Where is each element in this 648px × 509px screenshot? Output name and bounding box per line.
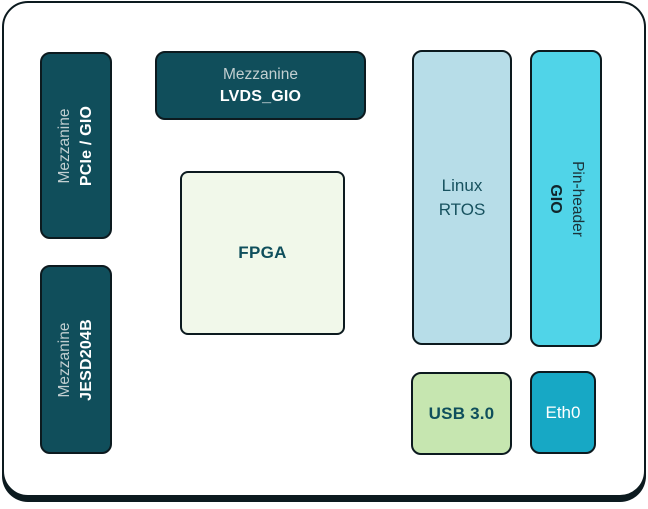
linux-rtos-label: Linux RTOS [439,174,486,222]
mezzanine-lvds-gio-label: Mezzanine LVDS_GIO [220,64,301,108]
eth0-label: Eth0 [545,402,581,422]
block-mezzanine-lvds-gio: Mezzanine LVDS_GIO [155,51,366,120]
mezzanine-jesd204b-line2: JESD204B [78,318,95,401]
block-eth0: Eth0 [530,371,596,454]
usb3-label: USB 3.0 [428,403,495,423]
block-mezzanine-jesd204b: Mezzanine JESD204B [40,265,112,454]
block-mezzanine-pcie-gio: Mezzanine PCIe / GIO [40,52,112,239]
linux-rtos-line2: RTOS [438,199,486,219]
linux-rtos-line1: Linux [441,175,483,195]
mezzanine-pcie-line2: PCIe / GIO [78,105,95,186]
pin-header-gio-label: Pin-header GIO [544,161,588,237]
block-fpga: FPGA [180,171,345,335]
mezzanine-jesd204b-label: Mezzanine JESD204B [54,319,98,401]
block-usb3: USB 3.0 [411,372,512,455]
block-pin-header-gio: Pin-header GIO [530,50,602,347]
mezzanine-pcie-line1: Mezzanine [56,108,73,183]
mezzanine-pcie-gio-label: Mezzanine PCIe / GIO [54,105,98,185]
pin-header-line1: Pin-header [569,160,587,237]
board-outline: Mezzanine PCIe / GIO Mezzanine JESD204B … [2,1,646,497]
mezzanine-lvds-gio-line1: Mezzanine [223,65,298,83]
pin-header-line2: GIO [547,183,565,214]
fpga-label: FPGA [238,243,287,262]
mezzanine-jesd204b-line1: Mezzanine [56,322,73,397]
block-linux-rtos: Linux RTOS [412,50,512,345]
mezzanine-lvds-gio-line2: LVDS_GIO [219,87,302,105]
